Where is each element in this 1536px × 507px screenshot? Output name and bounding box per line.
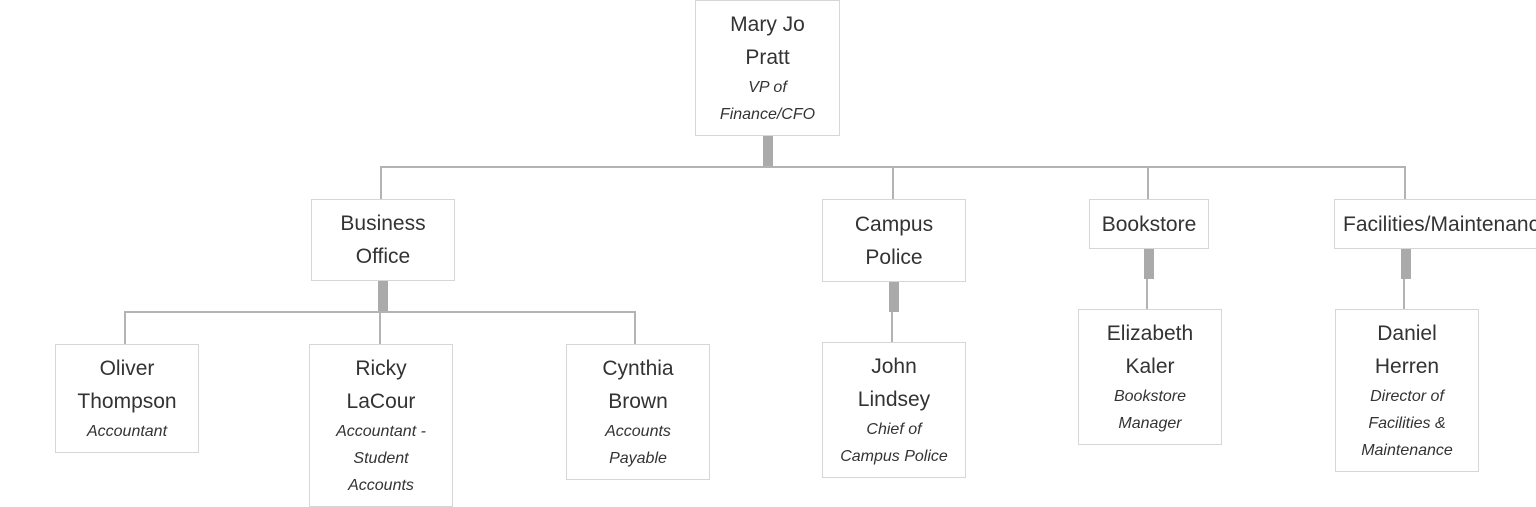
node-title-line: Bookstore	[1113, 388, 1187, 405]
node-title-line: Manager	[1118, 415, 1182, 432]
node-title-line: Finance/CFO	[719, 106, 816, 123]
connector-drop-cynthia	[634, 311, 636, 344]
node-name-line: Facilities/Maintenance	[1343, 212, 1536, 236]
connector-drop-elizabeth	[1146, 279, 1148, 309]
node-name-line: Kaler	[1125, 355, 1175, 378]
node-daniel-herren[interactable]: Daniel Herren Director of Facilities & M…	[1335, 309, 1479, 472]
connector-stub-bookstore	[1144, 249, 1154, 279]
node-title-line: Accounts	[605, 423, 671, 440]
node-name-line: Pratt	[745, 46, 790, 69]
node-name-line: Elizabeth	[1106, 322, 1194, 345]
node-bookstore[interactable]: Bookstore	[1089, 199, 1209, 249]
node-name-line: Ricky	[355, 357, 407, 380]
node-name-line: Daniel	[1377, 322, 1437, 345]
node-facilities-maintenance[interactable]: Facilities/Maintenance	[1334, 199, 1536, 249]
connector-drop-bookstore	[1147, 166, 1149, 199]
node-name-line: John	[871, 355, 917, 378]
node-name-line: Bookstore	[1101, 212, 1197, 236]
node-campus-police[interactable]: Campus Police	[822, 199, 966, 282]
connector-drop-police	[892, 166, 894, 199]
node-title-line: Accountant -	[336, 423, 426, 440]
node-title-line: Facilities &	[1368, 415, 1446, 432]
node-title-line: Maintenance	[1361, 442, 1453, 459]
node-name-line: Thompson	[77, 390, 177, 413]
node-title-line: Accountant	[86, 423, 168, 440]
node-title-line: Student	[353, 450, 409, 467]
connector-drop-daniel	[1403, 279, 1405, 309]
node-title-line: Campus Police	[840, 448, 948, 465]
node-cynthia-brown[interactable]: Cynthia Brown Accounts Payable	[566, 344, 710, 480]
node-title-line: Chief of	[866, 421, 922, 438]
connector-stub-police	[889, 282, 899, 312]
node-name-line: LaCour	[346, 390, 416, 413]
connector-drop-john	[891, 312, 893, 342]
node-title-line: VP of	[748, 79, 787, 96]
connector-stub-business	[378, 281, 388, 311]
node-name-line: Office	[355, 245, 411, 268]
node-name-line: Police	[865, 245, 923, 269]
node-title-line: Payable	[609, 450, 667, 467]
node-name-line: Business	[340, 212, 426, 235]
node-mary-jo-pratt[interactable]: Mary Jo Pratt VP of Finance/CFO	[695, 0, 840, 136]
connector-stub-facilities	[1401, 249, 1411, 279]
node-oliver-thompson[interactable]: Oliver Thompson Accountant	[55, 344, 199, 453]
node-name-line: Cynthia	[602, 357, 674, 380]
node-ricky-lacour[interactable]: Ricky LaCour Accountant - Student Accoun…	[309, 344, 453, 507]
node-name-line: Herren	[1374, 355, 1440, 378]
connector-drop-facilities	[1404, 166, 1406, 199]
node-business-office[interactable]: Business Office	[311, 199, 455, 281]
node-name-line: Mary Jo	[730, 13, 805, 36]
node-name-line: Oliver	[99, 357, 155, 380]
node-elizabeth-kaler[interactable]: Elizabeth Kaler Bookstore Manager	[1078, 309, 1222, 445]
connector-drop-ricky	[379, 311, 381, 344]
connector-drop-oliver	[124, 311, 126, 344]
node-title-line: Accounts	[348, 477, 414, 494]
node-name-line: Campus	[854, 212, 934, 236]
node-john-lindsey[interactable]: John Lindsey Chief of Campus Police	[822, 342, 966, 478]
node-title-line: Director of	[1370, 388, 1444, 405]
node-name-line: Lindsey	[857, 388, 931, 411]
connector-stub-mary	[763, 136, 773, 166]
connector-drop-business	[380, 166, 382, 199]
node-name-line: Brown	[608, 390, 668, 413]
